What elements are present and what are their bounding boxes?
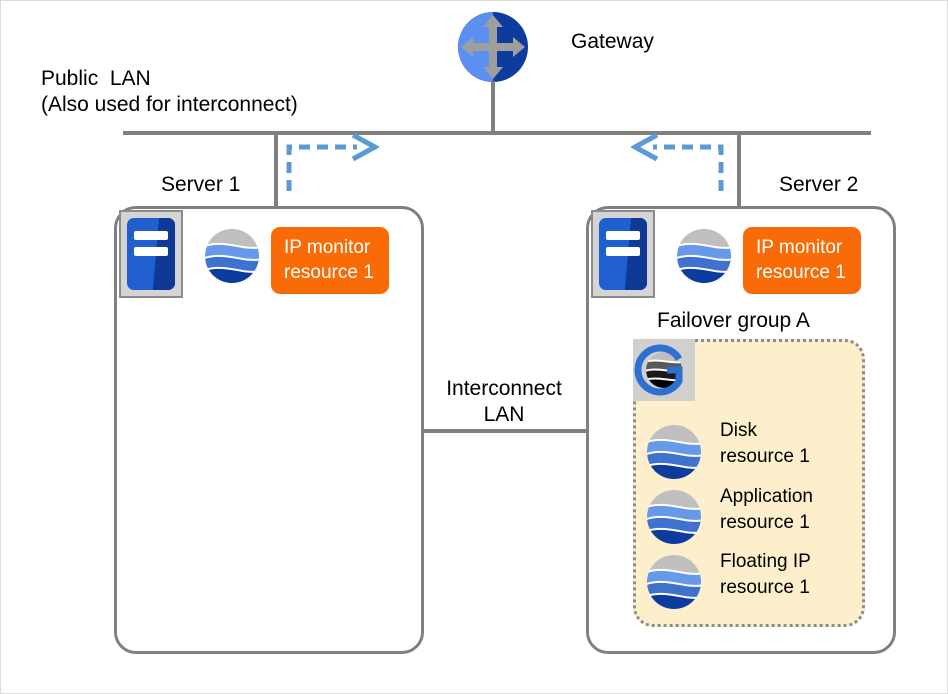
failover-resource-0-line1: Disk: [720, 420, 757, 441]
failover-resource-2-line1: Floating IP: [720, 551, 811, 572]
failover-resource-1-line2: resource 1: [720, 512, 810, 533]
interconnect-lan-label-line1: Interconnect: [446, 377, 562, 400]
failover-resource-2-line2: resource 1: [720, 577, 810, 598]
dashed-arrow-left-icon: [631, 133, 727, 195]
failover-group-g-icon: [633, 339, 695, 401]
server2-public-lan-drop: [737, 131, 741, 209]
public-lan-label-line1: Public LAN: [41, 67, 151, 90]
gateway-drop-line: [491, 81, 495, 133]
resource-sphere-icon: [646, 424, 702, 480]
resource-sphere-icon: [646, 554, 702, 610]
resource-sphere-icon: [204, 228, 260, 284]
resource-sphere-icon: [646, 489, 702, 545]
failover-resource-0-line2: resource 1: [720, 446, 810, 467]
public-lan-bus-line: [123, 131, 871, 135]
interconnect-lan-line: [421, 429, 591, 433]
server2-ip-monitor-badge: IP monitor resource 1: [743, 227, 861, 294]
server1-public-lan-drop: [274, 131, 278, 209]
failover-group-label: Failover group A: [657, 309, 810, 332]
server1-ip-monitor-badge: IP monitor resource 1: [271, 227, 389, 294]
dashed-arrow-right-icon: [283, 133, 379, 195]
resource-sphere-icon: [676, 228, 732, 284]
public-lan-label-line2: (Also used for interconnect): [41, 93, 298, 116]
server-icon: [119, 210, 183, 298]
server-icon: [591, 210, 655, 298]
gateway-label: Gateway: [571, 30, 654, 53]
interconnect-lan-label-line2: LAN: [483, 403, 525, 426]
server1-label: Server 1: [161, 173, 241, 196]
gateway-icon: [457, 11, 529, 83]
server2-label: Server 2: [779, 173, 859, 196]
failover-resource-1-line1: Application: [720, 486, 813, 507]
